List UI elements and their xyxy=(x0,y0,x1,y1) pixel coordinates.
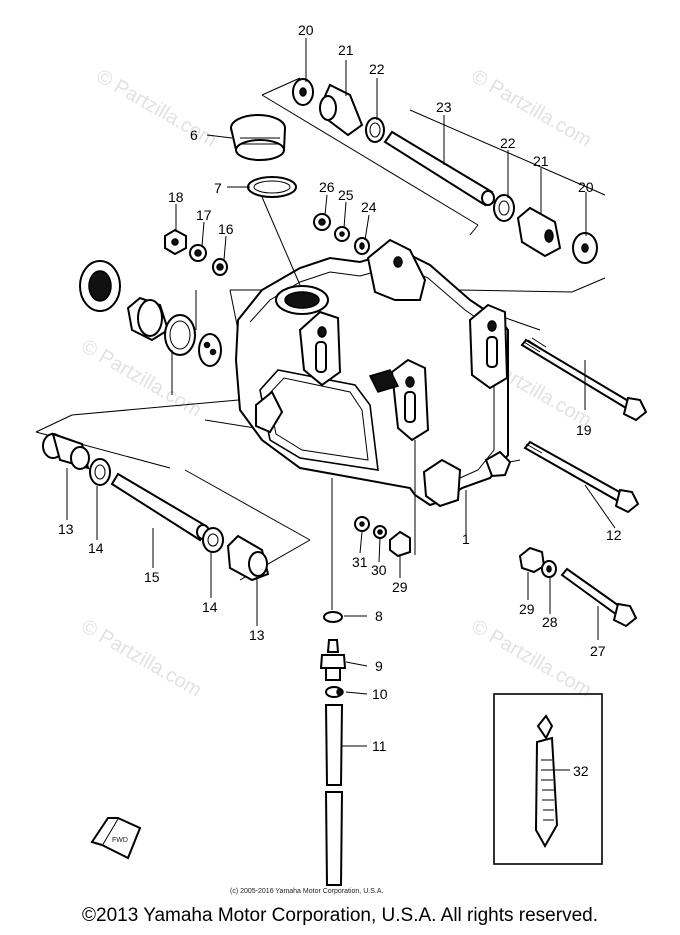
callout-22: 22 xyxy=(500,135,516,151)
callout-29: 29 xyxy=(392,579,408,595)
callout-32: 32 xyxy=(573,763,589,779)
callout-22: 22 xyxy=(369,61,385,77)
watermark-text: © Partzilla.com xyxy=(78,615,206,701)
small-nuts-24-26 xyxy=(313,213,370,255)
bolt-19 xyxy=(520,337,648,422)
callout-20: 20 xyxy=(578,179,594,195)
callout-28: 28 xyxy=(542,614,558,630)
callout-15: 15 xyxy=(144,569,160,585)
callout-14: 14 xyxy=(88,540,104,556)
callout-17: 17 xyxy=(196,207,212,223)
callout-13: 13 xyxy=(58,521,74,537)
bolt-12 xyxy=(523,440,640,514)
part-32-dipstick-box xyxy=(493,693,603,865)
callout-23: 23 xyxy=(436,99,452,115)
watermark-text: © Partzilla.com xyxy=(468,65,596,151)
callout-29: 29 xyxy=(519,601,535,617)
callout-30: 30 xyxy=(371,562,387,578)
upper-bushing-set xyxy=(292,78,598,264)
fwd-arrow-icon: FWD xyxy=(90,816,142,860)
callout-26: 26 xyxy=(319,179,335,195)
part-7-o-ring xyxy=(247,176,297,198)
callout-24: 24 xyxy=(361,199,377,215)
callout-18: 18 xyxy=(168,189,184,205)
callout-21: 21 xyxy=(533,153,549,169)
callout-12: 12 xyxy=(606,527,622,543)
callout-21: 21 xyxy=(338,42,354,58)
leader-lines xyxy=(66,38,616,771)
watermark-text: © Partzilla.com xyxy=(93,65,221,151)
callout-10: 10 xyxy=(372,686,388,702)
lower-bushing-set xyxy=(42,432,270,582)
fwd-arrow-label: FWD xyxy=(112,837,128,844)
drain-fitting-group xyxy=(319,478,347,886)
footer-copyright: ©2013 Yamaha Motor Corporation, U.S.A. A… xyxy=(82,905,598,926)
diagram-copyright: (c) 2005-2016 Yamaha Motor Corporation, … xyxy=(230,888,383,895)
callout-8: 8 xyxy=(375,608,383,624)
bolt-27 xyxy=(560,567,638,628)
part-6-filler-cap xyxy=(230,114,286,161)
callout-11: 11 xyxy=(372,738,387,754)
callout-16: 16 xyxy=(218,221,234,237)
watermark-text: © Partzilla.com xyxy=(468,615,596,701)
callout-31: 31 xyxy=(352,554,368,570)
callout-9: 9 xyxy=(375,658,383,674)
left-fitting-group xyxy=(79,260,222,367)
small-nuts-16-18 xyxy=(164,228,228,276)
callout-27: 27 xyxy=(590,643,606,659)
small-nuts-28-31 xyxy=(354,516,557,578)
callout-19: 19 xyxy=(576,422,592,438)
oil-tank-body xyxy=(234,238,512,508)
callout-13: 13 xyxy=(249,627,265,643)
callout-20: 20 xyxy=(298,22,314,38)
callout-labels: 6 7 8 9 10 11 12 13 13 14 14 15 16 17 18… xyxy=(58,22,622,779)
callout-14: 14 xyxy=(202,599,218,615)
callout-6: 6 xyxy=(190,127,198,143)
callout-1: 1 xyxy=(462,531,470,547)
callout-25: 25 xyxy=(338,187,354,203)
callout-7: 7 xyxy=(214,180,222,196)
